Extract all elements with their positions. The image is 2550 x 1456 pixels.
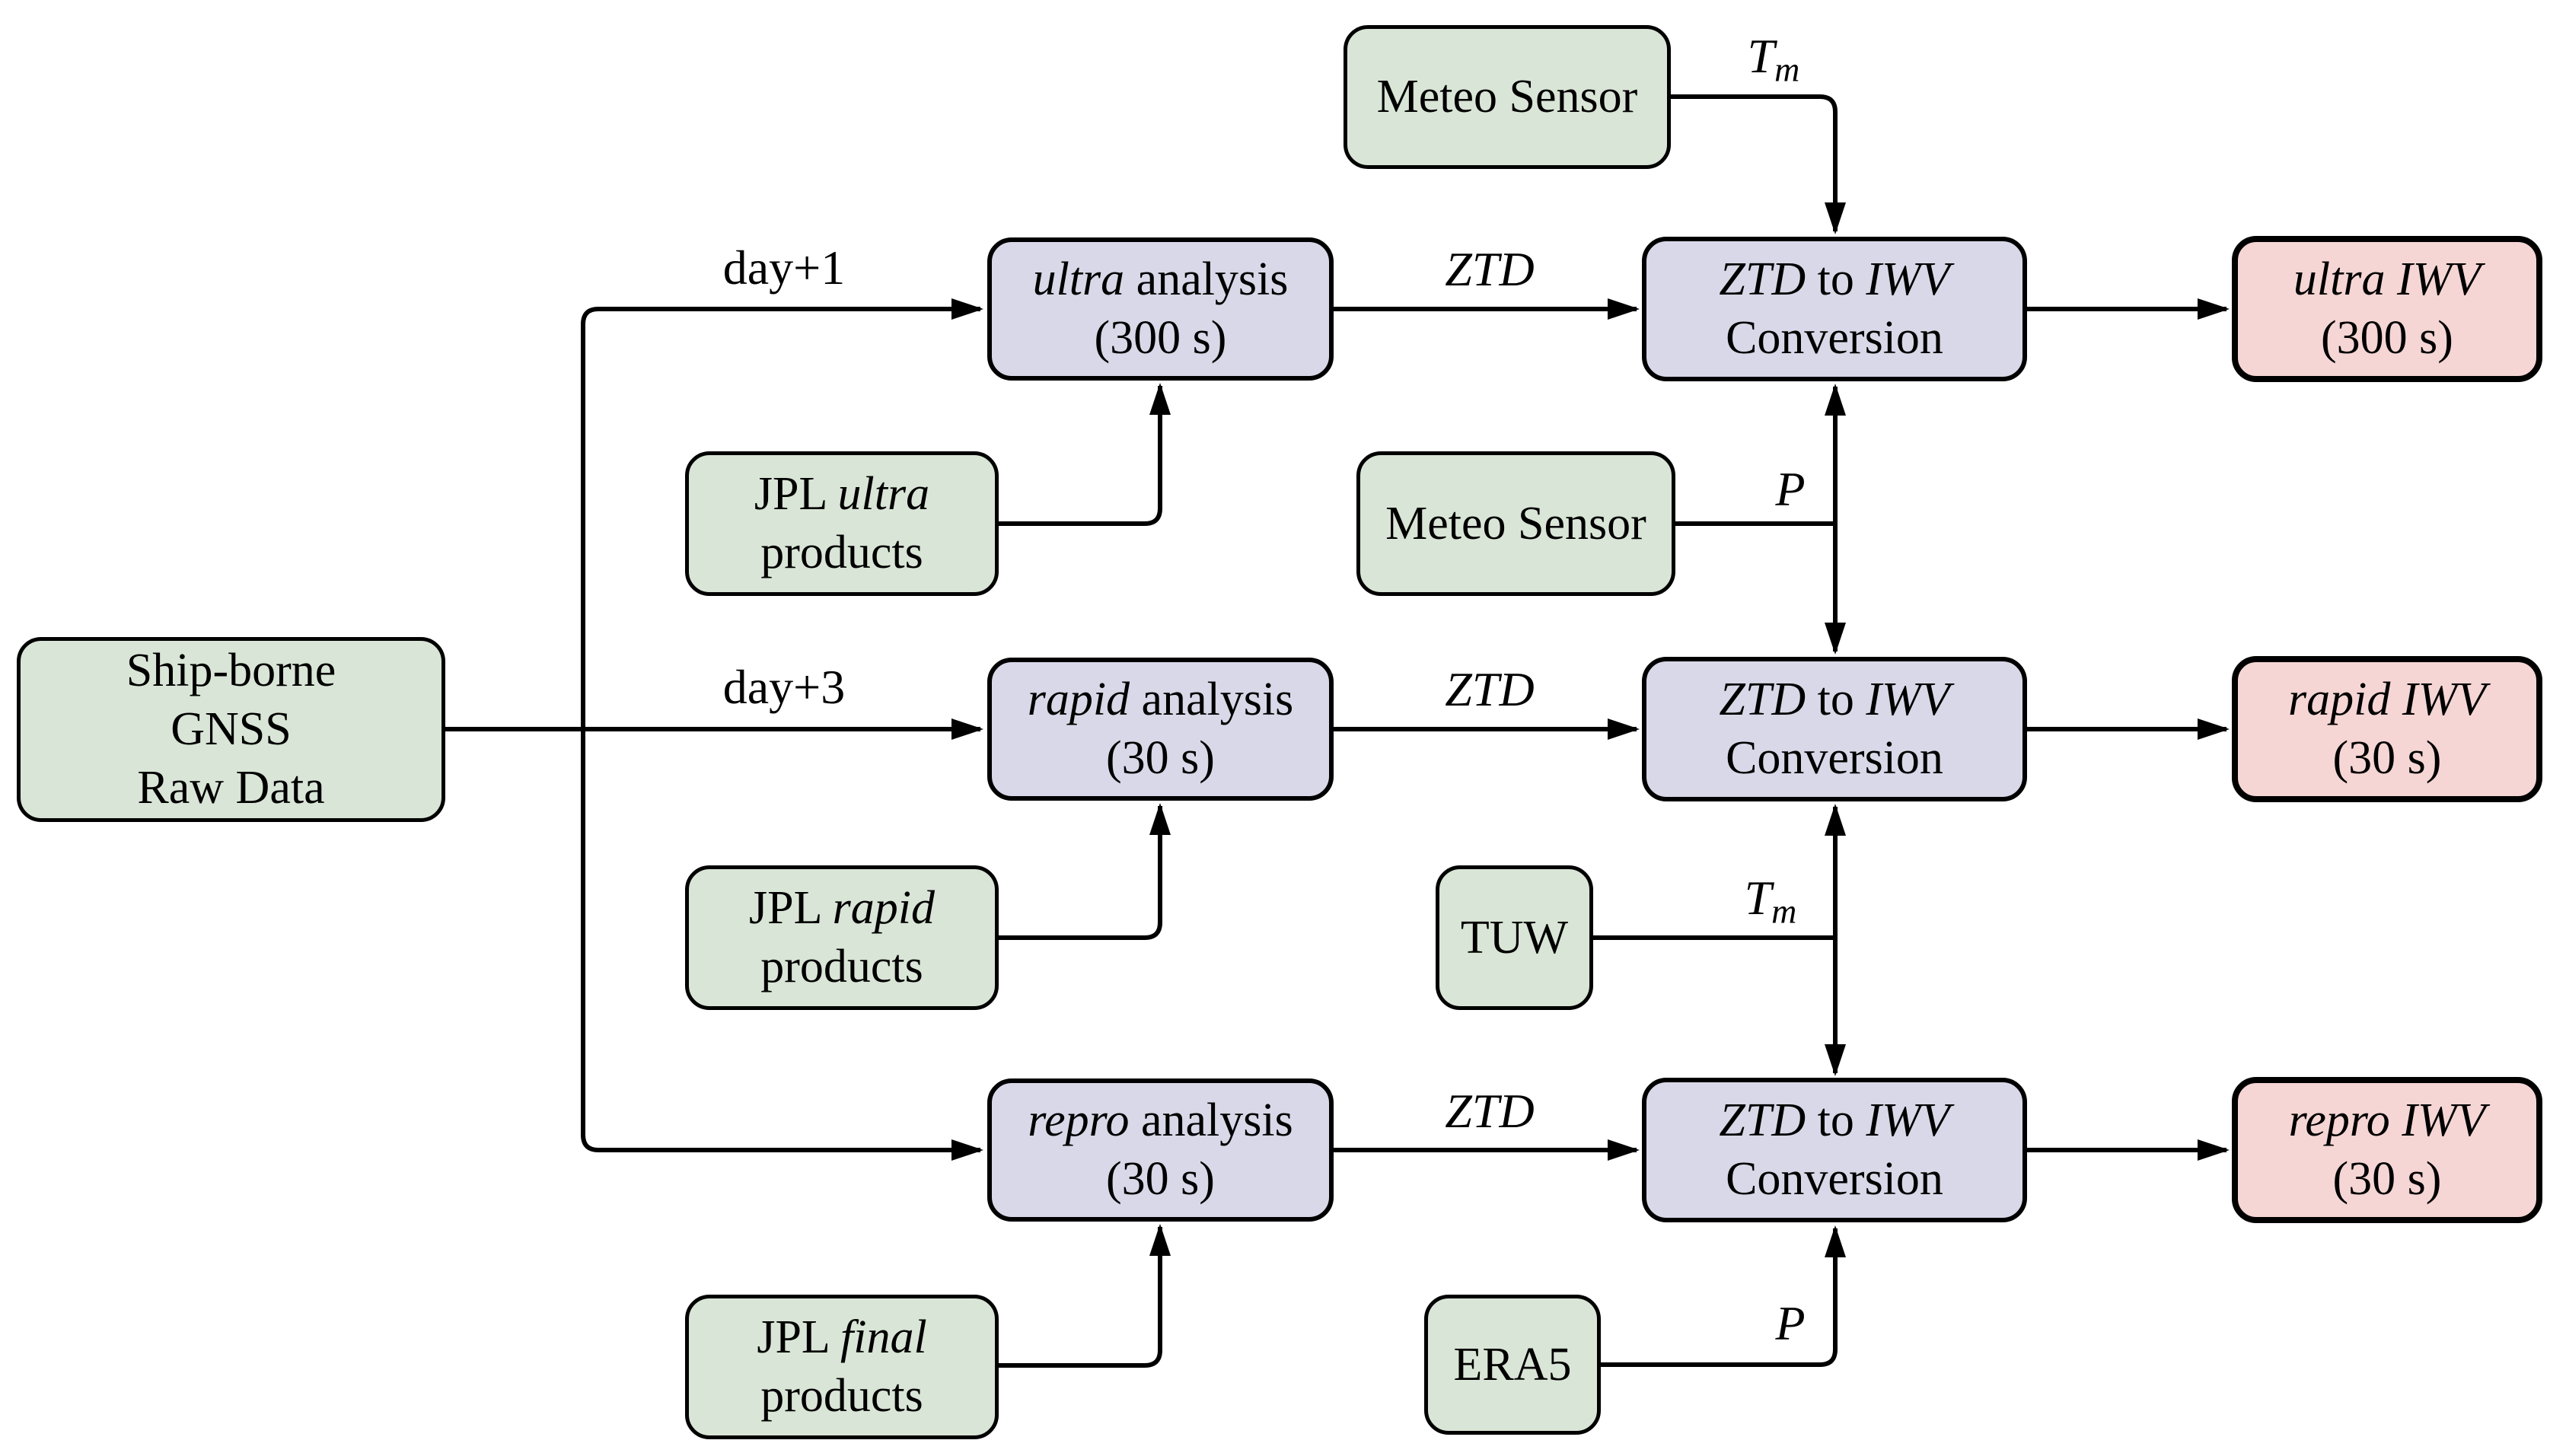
rapid-analysis-node: rapid analysis (30 s): [987, 658, 1334, 801]
node-text: ultra analysis: [1033, 250, 1289, 309]
node-text-italic: ZTD: [1719, 1094, 1806, 1147]
edge-jpl-rapid-to-rapid-analysis: [999, 803, 1171, 940]
ztd-to-iwv-conversion-node-3: ZTD to IWV Conversion: [1642, 1078, 2027, 1222]
node-text-italic: ZTD: [1719, 674, 1806, 726]
node-text-italic: rapid: [1027, 674, 1130, 726]
node-text: Ship-borne: [126, 645, 336, 697]
node-text: Raw Data: [137, 761, 325, 814]
node-text-italic: IWV: [1866, 1094, 1950, 1147]
node-text-italic: final: [840, 1311, 927, 1364]
node-text-italic: ZTD: [1719, 253, 1806, 306]
edge-label-p-mid: P: [1775, 462, 1806, 516]
node-text: repro analysis: [1028, 1091, 1293, 1150]
node-text-roman: to: [1806, 1094, 1866, 1147]
node-text: rapid analysis: [1028, 671, 1294, 729]
edge-label-tm-top: Tm: [1747, 29, 1800, 88]
node-text: (300 s): [2321, 312, 2453, 364]
node-text-italic: ultra IWV: [2293, 253, 2481, 306]
node-text: TUW: [1460, 911, 1569, 964]
node-text-roman: to: [1806, 674, 1866, 726]
edge-label-tm-tuw: Tm: [1744, 871, 1797, 929]
tm-symbol: T: [1747, 29, 1775, 83]
node-text: products: [760, 527, 923, 578]
tm-subscript: m: [1771, 891, 1797, 931]
node-text-italic: IWV: [1866, 674, 1950, 726]
tm-subscript: m: [1774, 49, 1800, 89]
node-text-italic: rapid: [832, 882, 936, 935]
edge-branch-up-to-ultra-analysis: [581, 298, 983, 729]
edge-label-ztd-1: ZTD: [1445, 242, 1535, 296]
node-text-italic: IWV: [1866, 253, 1950, 306]
era5-node: ERA5: [1424, 1295, 1601, 1435]
ztd-to-iwv-conversion-node-1: ZTD to IWV Conversion: [1642, 237, 2027, 381]
node-text-roman: analysis: [1129, 1094, 1293, 1147]
edge-label-p-era5: P: [1775, 1296, 1806, 1350]
node-text-roman: analysis: [1130, 674, 1294, 726]
edge-label-ztd-2: ZTD: [1445, 662, 1535, 716]
node-text-roman: to: [1806, 253, 1866, 306]
edge-branch-down-to-repro-analysis: [581, 729, 983, 1161]
jpl-rapid-products-node: JPL rapid products: [685, 865, 999, 1010]
node-text: ZTD to IWV: [1719, 1091, 1949, 1150]
node-text-italic: ultra: [837, 468, 930, 521]
node-text-italic: ultra: [1032, 253, 1125, 306]
node-text-roman: JPL: [754, 468, 838, 521]
node-text-italic: repro IWV: [2288, 1094, 2486, 1147]
repro-analysis-node: repro analysis (30 s): [987, 1078, 1334, 1222]
node-text-italic: repro: [1028, 1094, 1130, 1147]
node-text: (30 s): [2332, 1153, 2442, 1205]
node-text: Conversion: [1726, 312, 1943, 364]
meteo-sensor-mid-node: Meteo Sensor: [1356, 451, 1675, 596]
node-text: products: [760, 1370, 923, 1422]
edge-meteo-top-tm-to-conv1: [1671, 94, 1846, 234]
node-text: JPL ultra: [754, 465, 929, 524]
rapid-iwv-output-node: rapid IWV (30 s): [2232, 656, 2542, 802]
ultra-analysis-node: ultra analysis (300 s): [987, 237, 1334, 381]
node-text: (300 s): [1094, 312, 1227, 364]
node-text-italic: rapid IWV: [2287, 674, 2487, 726]
node-text: Conversion: [1726, 1153, 1943, 1205]
repro-iwv-output-node: repro IWV (30 s): [2232, 1077, 2542, 1223]
node-text: (30 s): [1106, 1153, 1215, 1205]
ultra-iwv-output-node: ultra IWV (300 s): [2232, 236, 2542, 382]
node-text: ZTD to IWV: [1719, 250, 1949, 309]
jpl-final-products-node: JPL final products: [685, 1295, 999, 1439]
node-text: ERA5: [1453, 1338, 1572, 1391]
node-text: Conversion: [1726, 732, 1943, 784]
edge-jpl-ultra-to-ultra-analysis: [999, 383, 1171, 526]
node-text-roman: JPL: [748, 882, 833, 935]
ship-gnss-raw-data-node: Ship-borne GNSS Raw Data: [17, 637, 445, 822]
node-text: JPL rapid: [749, 879, 935, 938]
edge-label-day-plus-1: day+1: [722, 241, 846, 295]
edge-jpl-final-to-repro-analysis: [999, 1224, 1171, 1368]
jpl-ultra-products-node: JPL ultra products: [685, 451, 999, 596]
tuw-node: TUW: [1436, 865, 1593, 1010]
node-text-roman: analysis: [1124, 253, 1289, 306]
edge-label-day-plus-3: day+3: [722, 660, 846, 714]
node-text-roman: JPL: [757, 1311, 840, 1364]
node-text: (30 s): [1106, 732, 1215, 784]
node-text: Meteo Sensor: [1376, 71, 1638, 123]
node-text: JPL final: [757, 1308, 926, 1367]
node-text: (30 s): [2332, 732, 2442, 784]
edge-label-ztd-3: ZTD: [1445, 1084, 1535, 1138]
node-text: products: [760, 941, 923, 992]
ztd-to-iwv-conversion-node-2: ZTD to IWV Conversion: [1642, 657, 2027, 801]
node-text: GNSS: [171, 703, 292, 756]
node-text: ZTD to IWV: [1719, 671, 1949, 729]
node-text: Meteo Sensor: [1385, 497, 1646, 550]
tm-symbol: T: [1744, 871, 1772, 925]
edge-era5-p-to-conv3: [1601, 1225, 1846, 1367]
meteo-sensor-top-node: Meteo Sensor: [1344, 25, 1671, 169]
